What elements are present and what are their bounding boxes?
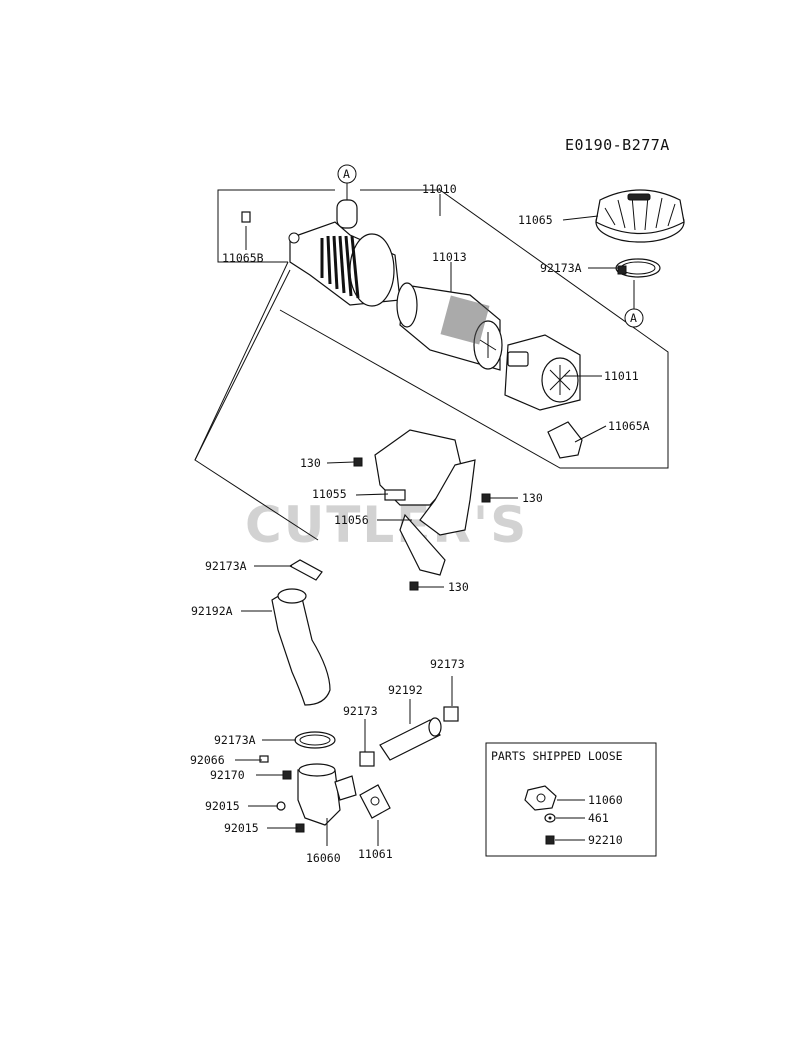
end-cap	[504, 334, 581, 411]
clamp-mid	[288, 559, 323, 581]
vacuator-valve	[547, 421, 583, 459]
label-11065: 11065	[518, 213, 553, 227]
clamp-low	[294, 731, 336, 749]
screw-11065B	[241, 211, 251, 223]
parts-shipped-loose-box: PARTS SHIPPED LOOSE 11060 461 92210	[485, 742, 657, 857]
assembly-outline	[194, 189, 669, 541]
label-130-c: 130	[448, 580, 469, 594]
callout-a-top: A	[337, 164, 357, 200]
clamp-92173-b	[443, 706, 459, 722]
hose-92192	[379, 717, 442, 761]
fastener-92015-a	[276, 801, 286, 811]
label-11065B: 11065B	[222, 251, 264, 265]
gasket-11060	[524, 785, 557, 811]
label-92173A-top: 92173A	[540, 261, 582, 275]
label-92192: 92192	[388, 683, 423, 697]
label-92066: 92066	[190, 753, 225, 767]
label-92192A: 92192A	[191, 604, 233, 618]
label-92210: 92210	[588, 833, 623, 847]
label-92173-a: 92173	[430, 657, 465, 671]
label-92015-a: 92015	[205, 799, 240, 813]
watermark: CUTLER'S	[245, 496, 528, 554]
hose-92192A	[271, 588, 331, 706]
air-cleaner-housing	[288, 199, 401, 307]
label-11056: 11056	[334, 513, 369, 527]
filter-element	[396, 282, 503, 371]
label-11065A: 11065A	[608, 419, 650, 433]
rain-cap	[595, 189, 685, 243]
washer-461	[544, 813, 556, 823]
fastener-92066	[259, 755, 269, 763]
label-92173A-mid: 92173A	[205, 559, 247, 573]
callout-a-right: A	[624, 280, 644, 328]
label-92015-b: 92015	[224, 821, 259, 835]
clamp-top	[615, 258, 661, 278]
label-11055: 11055	[312, 487, 347, 501]
svg-text:A: A	[630, 311, 637, 325]
outline-edge	[194, 261, 289, 461]
nut-92210	[545, 835, 555, 845]
label-11011: 11011	[604, 369, 639, 383]
diagram-code: E0190-B277A	[565, 136, 670, 154]
bolt-130-b	[481, 493, 491, 503]
parts-box-title: PARTS SHIPPED LOOSE	[491, 749, 623, 763]
label-130-a: 130	[300, 456, 321, 470]
label-92173A-low: 92173A	[214, 733, 256, 747]
label-92173-b: 92173	[343, 704, 378, 718]
label-11061: 11061	[358, 847, 393, 861]
label-461: 461	[588, 811, 609, 825]
label-11010: 11010	[422, 182, 457, 196]
svg-text:A: A	[343, 167, 350, 181]
clamp-92173-a	[359, 751, 375, 767]
leader-lines	[235, 194, 618, 846]
label-11013: 11013	[432, 250, 467, 264]
label-16060: 16060	[306, 851, 341, 865]
gasket-11061	[359, 784, 391, 819]
label-92170: 92170	[210, 768, 245, 782]
bracket-assembly	[374, 429, 476, 576]
bolt-130-c	[409, 581, 419, 591]
elbow-16060	[297, 763, 357, 826]
label-130-b: 130	[522, 491, 543, 505]
label-11060: 11060	[588, 793, 623, 807]
fastener-92170	[282, 770, 292, 780]
bolt-130-a	[353, 457, 363, 467]
